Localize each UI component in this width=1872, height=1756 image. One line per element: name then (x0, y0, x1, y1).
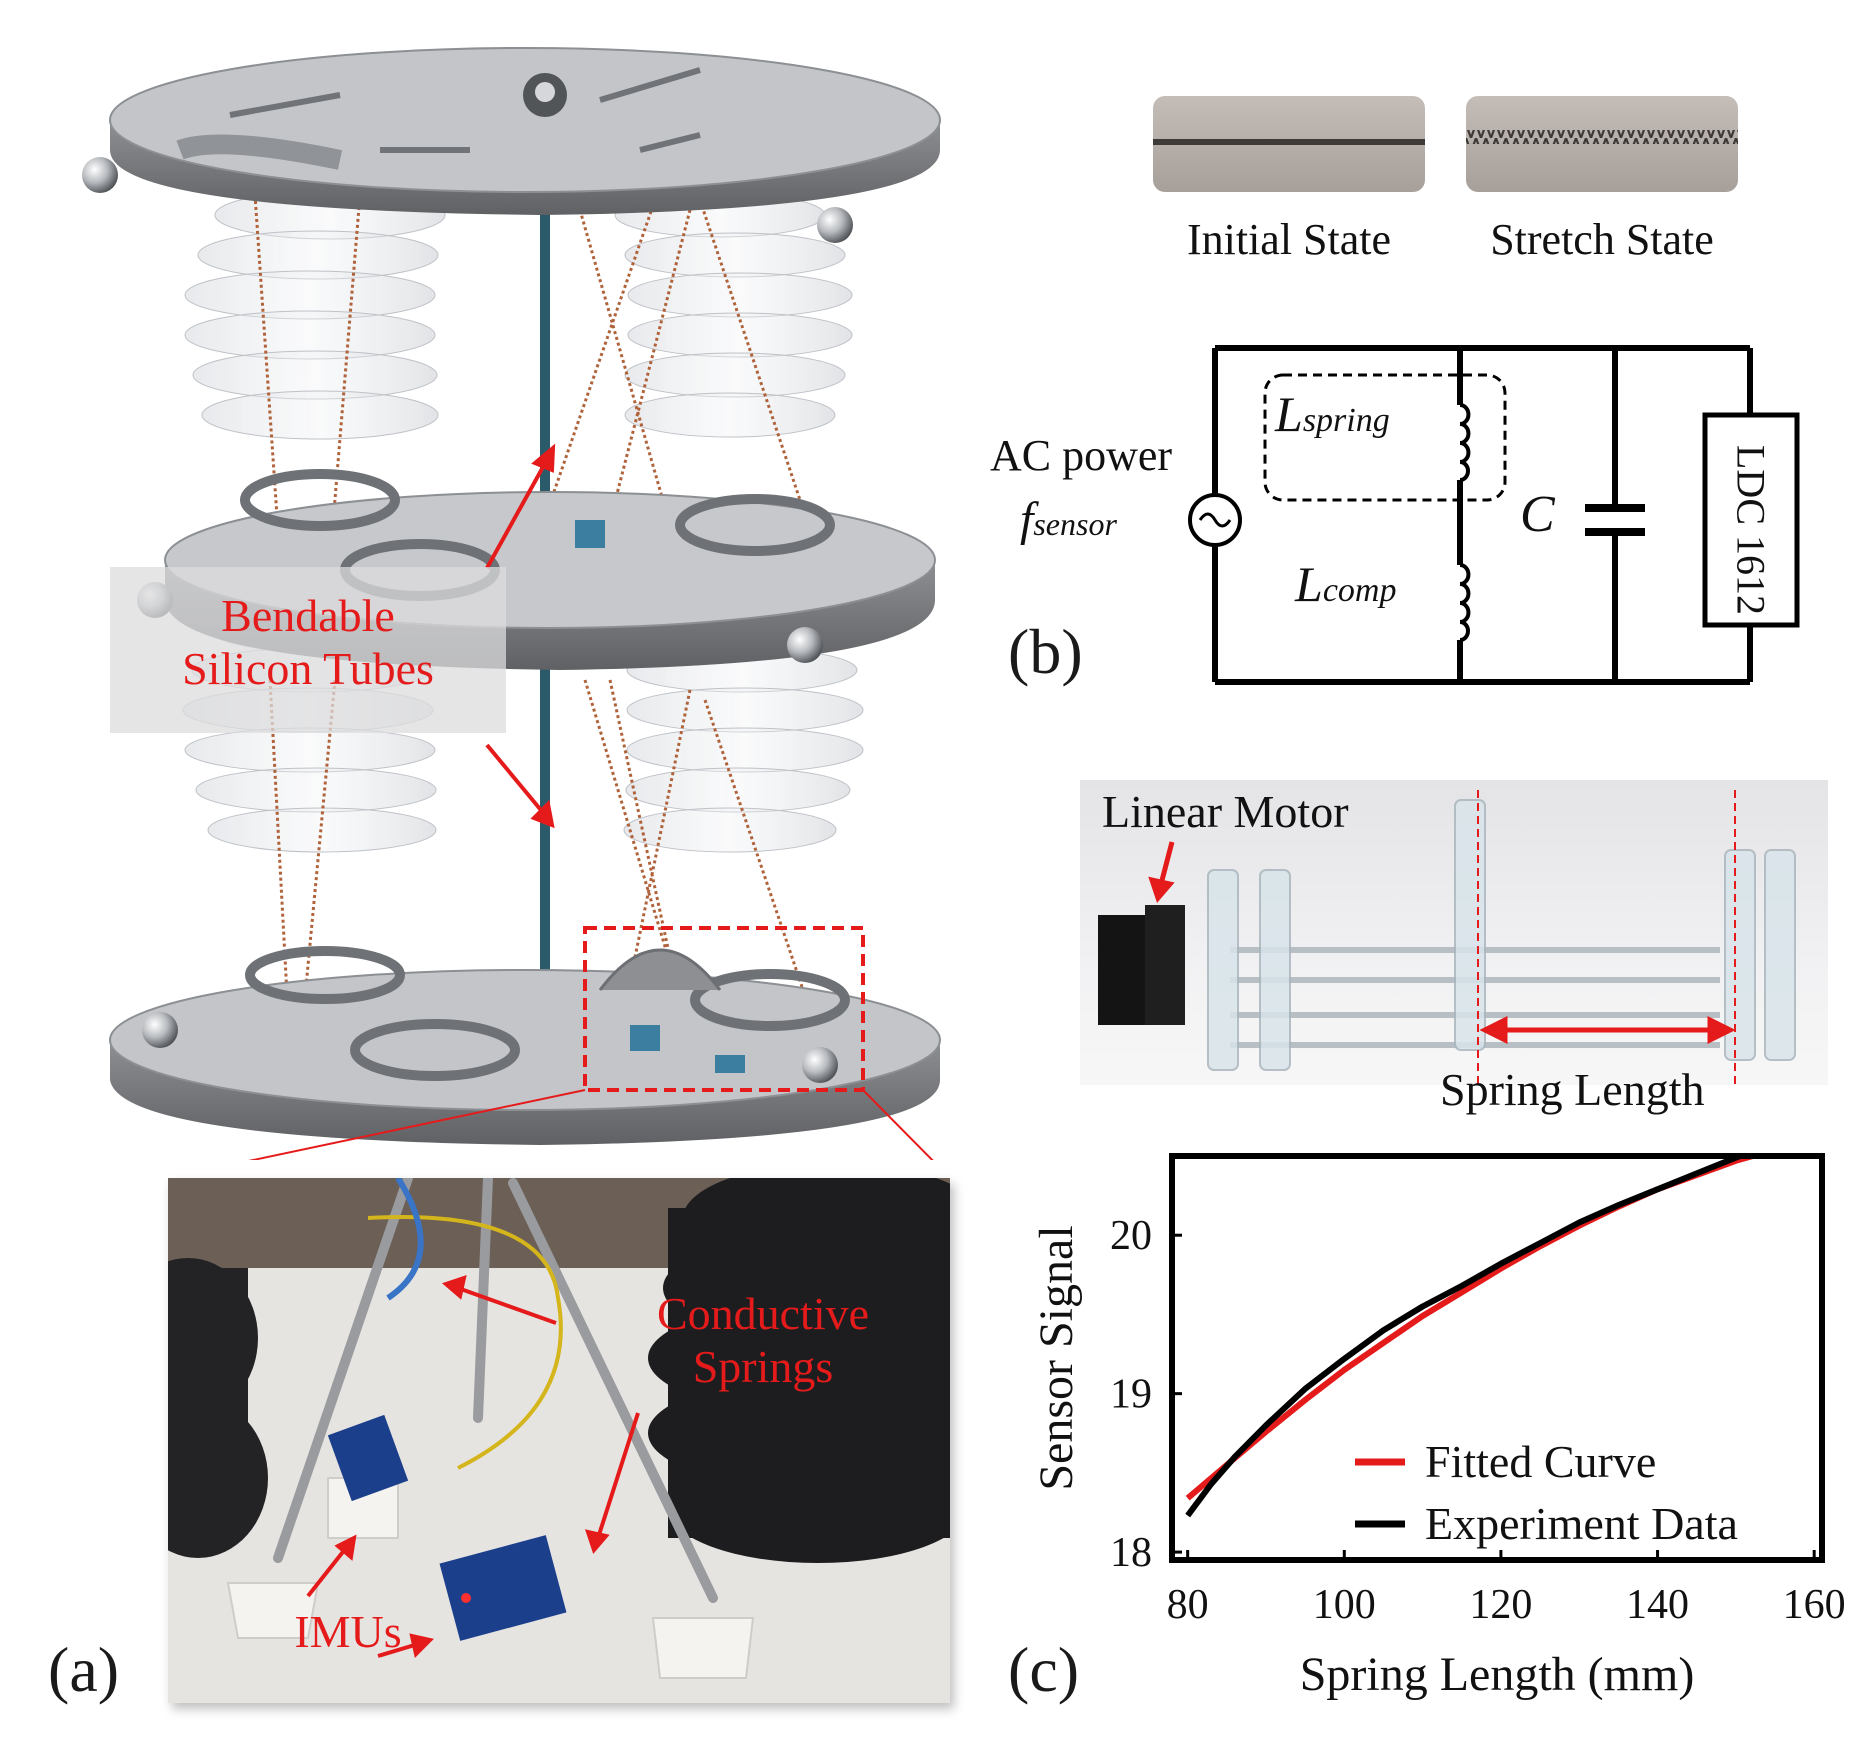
imu-board-1 (439, 1535, 567, 1641)
x-tick-label: 100 (1313, 1582, 1376, 1628)
f-sensor-label: fsensor (1020, 492, 1117, 547)
stretch-state-caption: Stretch State (1490, 215, 1714, 264)
f-sensor-sub: sensor (1033, 506, 1117, 542)
stretch-state-photo (1466, 96, 1738, 192)
panel-a-letter: (a) (48, 1634, 120, 1705)
x-tick-label: 160 (1783, 1582, 1846, 1628)
bellows-upper-left (184, 190, 446, 440)
ldc-box (1702, 412, 1800, 628)
x-axis-label: Spring Length (mm) (1300, 1648, 1695, 1701)
zoom-box (583, 926, 865, 1092)
y-tick-label: 18 (1110, 1530, 1152, 1576)
l-spring-var: L (1275, 386, 1303, 442)
initial-state-spring (1153, 139, 1425, 145)
zoom-line-left (248, 1089, 586, 1160)
imu-board-2 (327, 1414, 409, 1502)
tube-arrows (485, 443, 556, 829)
stretch-state-spring (1466, 130, 1738, 144)
panel-c-letter: (c) (1008, 1634, 1080, 1705)
springs-label-line2: Springs (692, 1340, 834, 1392)
plot-frame (1169, 1153, 1825, 1563)
linear-motor-illustration (1098, 790, 1796, 1085)
l-comp-label: Lcomp (1295, 555, 1396, 613)
ac-power-label: AC power (990, 431, 1173, 480)
springs-label: Conductive Springs (613, 1288, 913, 1394)
linear-motor-photo (1080, 780, 1828, 1085)
y-axis-label: Sensor Signal (1030, 1225, 1083, 1490)
tubes-label: Bendable Silicon Tubes (110, 590, 506, 696)
tubes-label-line1: Bendable (221, 590, 395, 641)
closeup-photo: Conductive Springs IMUs (168, 1178, 950, 1703)
black-bellows (648, 1178, 950, 1563)
cad-render-illustration (82, 47, 941, 1160)
linear-motor-label: Linear Motor (1102, 786, 1349, 837)
tubes-label-box (110, 567, 506, 733)
spring-inductor-box (1263, 373, 1507, 502)
tubes-label-line2: Silicon Tubes (182, 642, 434, 694)
capacitor-label: C (1520, 486, 1555, 543)
top-plate (109, 47, 941, 215)
x-tick-label: 120 (1469, 1582, 1532, 1628)
zoom-line-right (862, 1089, 934, 1160)
l-spring-label: Lspring (1275, 385, 1390, 443)
closeup-arrows (306, 1274, 640, 1658)
bottom-plate (109, 946, 941, 1145)
l-comp-var: L (1295, 556, 1323, 612)
legend-label-fitted: Fitted Curve (1425, 1436, 1656, 1487)
ldc-circuit (1188, 345, 1800, 685)
x-tick-label: 80 (1167, 1582, 1209, 1628)
f-sensor-var: f (1020, 493, 1034, 546)
spring-length-photo-label: Spring Length (1440, 1064, 1705, 1115)
center-rod-upper (540, 200, 550, 550)
panel-b-letter: (b) (1008, 616, 1083, 687)
springs-label-line1: Conductive (656, 1288, 870, 1339)
l-comp-sub: comp (1322, 572, 1397, 609)
l-spring-sub: spring (1302, 402, 1390, 439)
series-line-experiment (1185, 1156, 1750, 1518)
initial-state-caption: Initial State (1186, 215, 1392, 264)
bellows-upper-right (614, 192, 853, 438)
inductor-spring-symbol (1459, 403, 1471, 482)
closeup-photo-illustration (168, 1178, 950, 1703)
ldc-label: LDC 1612 (1728, 445, 1774, 615)
y-tick-label: 20 (1110, 1213, 1152, 1259)
initial-state-photo (1153, 96, 1425, 192)
inductor-comp-symbol (1459, 563, 1471, 642)
x-tick-label: 140 (1626, 1582, 1689, 1628)
legend-label-experiment: Experiment Data (1425, 1498, 1738, 1549)
y-tick-label: 19 (1110, 1372, 1152, 1418)
circuit-wires (1212, 345, 1753, 685)
imus-label: IMUs (294, 1606, 402, 1657)
